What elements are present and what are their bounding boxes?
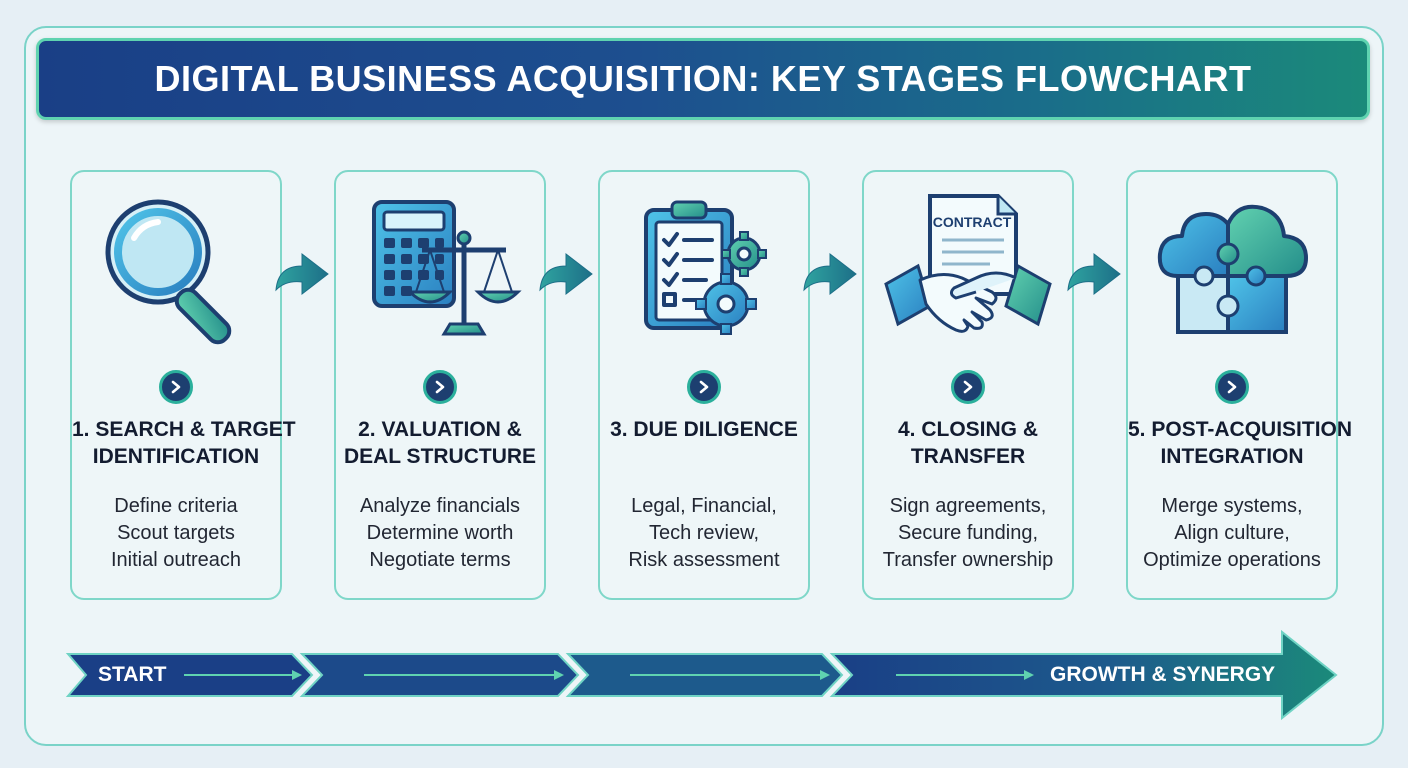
calculator-scales-icon — [336, 184, 544, 359]
step-chevron-icon — [687, 370, 721, 404]
page-title: DIGITAL BUSINESS ACQUISITION: KEY STAGES… — [154, 58, 1252, 99]
stage-card-valuation: 2. VALUATION & DEAL STRUCTURE Analyze fi… — [334, 170, 546, 600]
contract-label: CONTRACT — [933, 214, 1012, 230]
step-chevron-icon — [1215, 370, 1249, 404]
clipboard-gears-icon — [600, 184, 808, 359]
flow-arrow-icon — [1067, 252, 1121, 296]
stage-description: Analyze financials Determine worth Negot… — [359, 495, 521, 571]
step-chevron-icon — [159, 370, 193, 404]
step-chevron-icon — [423, 370, 457, 404]
timeline-end-label: GROWTH & SYNERGY — [1050, 663, 1276, 686]
timeline-start-label: START — [98, 663, 167, 686]
stage-card-closing: CONTRACT 4. CLOSING & TRANSFER Sign agre… — [862, 170, 1074, 600]
stage-title: 1. SEARCH & TARGET IDENTIFICATION — [72, 418, 296, 468]
stage-description: Merge systems, Align culture, Optimize o… — [1143, 495, 1321, 571]
step-chevron-icon — [951, 370, 985, 404]
stage-description: Define criteria Scout targets Initial ou… — [110, 495, 242, 571]
contract-handshake-icon: CONTRACT — [864, 184, 1072, 359]
magnifying-glass-icon — [72, 184, 280, 359]
stage-description: Sign agreements, Secure funding, Transfe… — [882, 495, 1054, 571]
title-banner: DIGITAL BUSINESS ACQUISITION: KEY STAGES… — [36, 38, 1370, 120]
stage-title: 3. DUE DILIGENCE — [610, 418, 798, 441]
stage-description: Legal, Financial, Tech review, Risk asse… — [628, 495, 780, 571]
timeline-bar: START GROWTH & SYNERGY — [64, 628, 1344, 724]
stage-title: 5. POST-ACQUISITION INTEGRATION — [1128, 418, 1353, 468]
stage-card-integration: 5. POST-ACQUISITION INTEGRATION Merge sy… — [1126, 170, 1353, 600]
stage-card-search: 1. SEARCH & TARGET IDENTIFICATION Define… — [70, 170, 296, 600]
stage-title: 2. VALUATION & DEAL STRUCTURE — [343, 418, 537, 468]
stage-title: 4. CLOSING & TRANSFER — [897, 418, 1039, 468]
flow-arrow-icon — [275, 252, 329, 296]
puzzle-cloud-icon — [1128, 184, 1336, 359]
stage-card-due-diligence: 3. DUE DILIGENCE Legal, Financial, Tech … — [598, 170, 810, 600]
flow-arrow-icon — [803, 252, 857, 296]
flow-arrow-icon — [539, 252, 593, 296]
